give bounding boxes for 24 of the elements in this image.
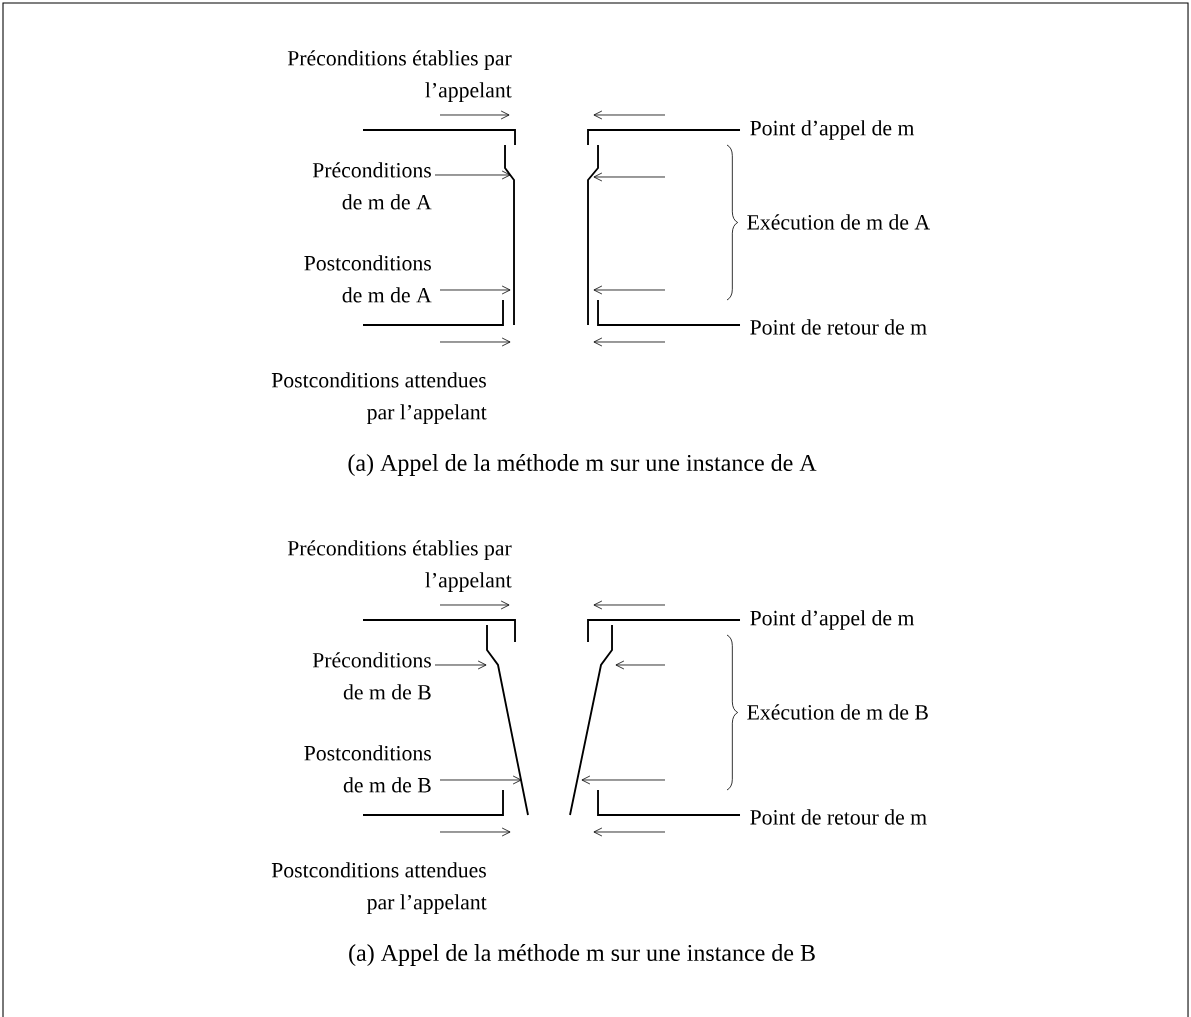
leader-arrow — [439, 285, 511, 295]
annotation-text: Postconditions attendues par l’appelant — [271, 862, 487, 914]
point-label: Point d’appel de m — [750, 610, 915, 630]
annotation-text: Postconditions de m de B — [304, 745, 431, 793]
leader-arrow — [439, 110, 510, 120]
caption: (a) Appel de la méthode m sur une instance de B — [349, 944, 815, 966]
annotation-text: Préconditions établies par l’appelant — [287, 50, 512, 102]
caption: (a) Appel de la méthode m sur une instance de A — [348, 454, 817, 476]
annotation-text: Préconditions de m de A — [312, 162, 432, 210]
annotation-text: Préconditions de m de B — [312, 652, 431, 700]
leader-arrow — [439, 337, 511, 347]
point-label: Point d’appel de m — [750, 120, 915, 140]
leader-arrow — [434, 660, 487, 670]
annotation-text: Postconditions de m de A — [304, 255, 432, 303]
annotation-text: Préconditions établies par l’appelant — [287, 540, 512, 592]
point-label: Point de retour de m — [750, 809, 927, 825]
execution-label: Exécution de m de A — [747, 214, 930, 230]
leader-arrow — [439, 827, 511, 837]
leader-arrow — [439, 775, 522, 785]
annotation-text: Postconditions attendues par l’appelant — [271, 372, 487, 424]
leader-arrow — [439, 600, 510, 610]
point-label: Point de retour de m — [750, 319, 927, 335]
leader-arrow — [434, 170, 511, 180]
execution-label: Exécution de m de B — [747, 704, 928, 720]
